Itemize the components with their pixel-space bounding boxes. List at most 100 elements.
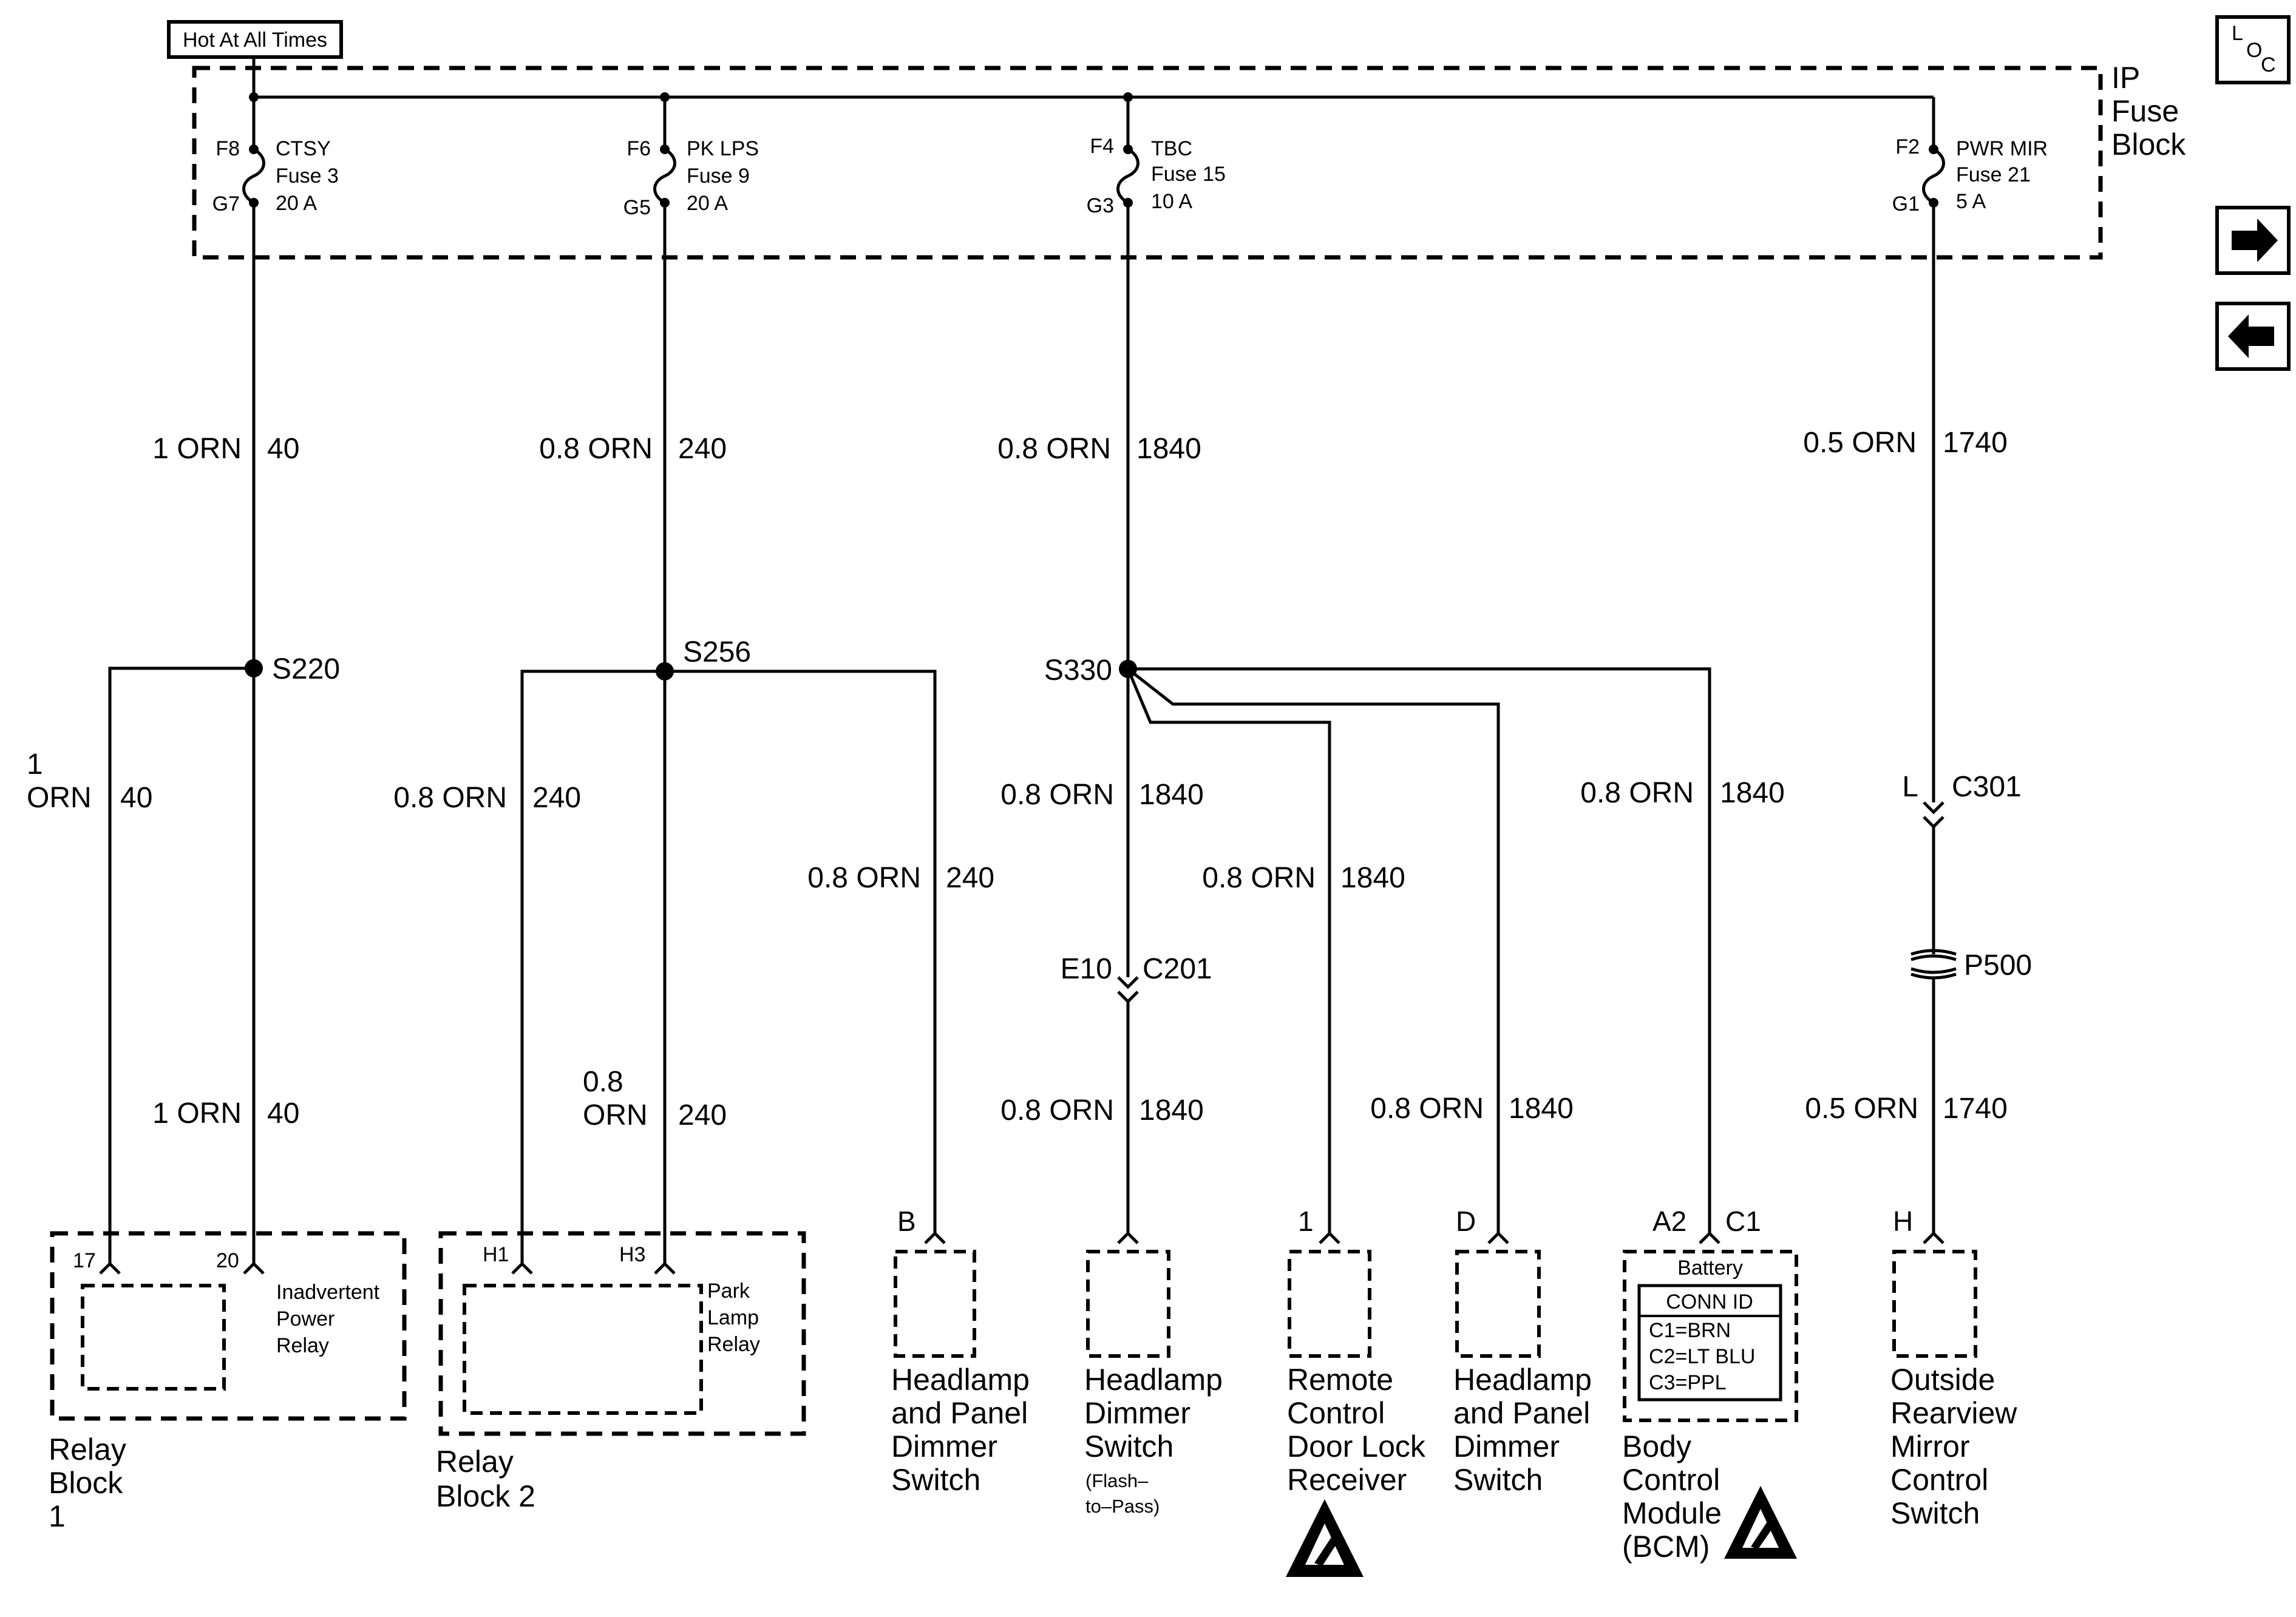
svg-text:Dimmer: Dimmer	[891, 1429, 997, 1463]
headlamp-panel-dimmer-switch-1: B Headlamp and Panel Dimmer Switch	[891, 1205, 1030, 1497]
wire-gauge-label: ORN	[583, 1099, 648, 1131]
next-page-button[interactable]	[2215, 206, 2291, 275]
splice-label-s256: S256	[683, 636, 751, 668]
svg-text:Mirror: Mirror	[1890, 1429, 1970, 1463]
wire-gauge-label: ORN	[27, 782, 92, 814]
fuse-out-pin: G5	[623, 196, 651, 219]
park-lamp-relay-label: Relay	[707, 1333, 760, 1356]
fuse-in-pin: F8	[216, 137, 240, 160]
bcm-conn-id-entry: C3=PPL	[1649, 1371, 1727, 1394]
splice-label-s330: S330	[1044, 654, 1112, 686]
splice-label-s220: S220	[272, 653, 340, 685]
inadvertent-power-relay-label: Inadvertent	[276, 1281, 380, 1304]
svg-text:Dimmer: Dimmer	[1453, 1429, 1560, 1463]
relay-block-1-label: Block	[49, 1466, 123, 1500]
pin-label: H3	[619, 1243, 645, 1266]
fuse-pwr-mir: F2 G1 PWR MIR Fuse 21 5 A	[1892, 135, 2048, 215]
hot-at-all-times-text: Hot At All Times	[183, 29, 327, 52]
wire-gauge-label: 0.8 ORN	[1000, 1094, 1114, 1127]
connector-label: C201	[1143, 953, 1212, 985]
wire-circuit-240-branch-right	[665, 670, 937, 1233]
outside-rearview-mirror-control-switch: H Outside Rearview Mirror Control Switch	[1890, 1205, 2017, 1530]
wire-gauge-label: 1 ORN	[152, 1097, 242, 1130]
wire-circuit-label: 40	[267, 433, 299, 465]
fuse-ctsy: F8 G7 CTSY Fuse 3 20 A	[212, 97, 339, 215]
wire-circuit-label: 1840	[1139, 779, 1204, 811]
fuse-block-label-line1: IP	[2111, 61, 2140, 95]
fuse-number: Fuse 15	[1151, 163, 1226, 186]
fuse-in-pin: F6	[627, 137, 651, 160]
ip-fuse-block-outline	[192, 66, 2103, 260]
wire-gauge-label: 1 ORN	[152, 433, 242, 465]
relay-block-1: 17 20 Inadvertent Power Relay Relay Bloc…	[49, 1231, 407, 1533]
svg-text:and Panel: and Panel	[891, 1396, 1028, 1430]
wire-circuit-label: 1840	[1509, 1093, 1574, 1125]
pin-label: H	[1893, 1205, 1913, 1237]
pin-label: H1	[483, 1243, 509, 1266]
previous-page-button[interactable]	[2215, 302, 2291, 371]
loc-button[interactable]: L O C	[2215, 15, 2291, 84]
wire-gauge-label: 0.8	[583, 1066, 623, 1098]
svg-text:Control: Control	[1287, 1396, 1385, 1430]
inadvertent-power-relay-label: Power	[276, 1307, 335, 1331]
wire-circuit-label: 1840	[1139, 1094, 1204, 1127]
svg-text:Outside: Outside	[1890, 1363, 1995, 1397]
wire-circuit-40-branch	[108, 666, 254, 1264]
relay-block-2: H1 H3 Park Lamp Relay Relay Block 2	[436, 1231, 806, 1513]
svg-text:Switch: Switch	[891, 1463, 980, 1497]
svg-text:Control: Control	[1890, 1463, 1988, 1497]
pin-label: 17	[73, 1249, 96, 1272]
svg-text:L: L	[2232, 22, 2243, 45]
bcm-battery-label: Battery	[1677, 1256, 1743, 1280]
svg-text:Switch: Switch	[1084, 1429, 1173, 1463]
pin-label: B	[897, 1205, 916, 1237]
wire-circuit-label: 240	[678, 1099, 727, 1131]
svg-text:Remote: Remote	[1287, 1363, 1393, 1397]
svg-text:Body: Body	[1622, 1429, 1691, 1463]
pin-tick	[243, 1261, 265, 1275]
connector-pin-label: E10	[1061, 953, 1112, 985]
park-lamp-relay-label: Park	[707, 1280, 750, 1303]
wire-circuit-label: 1740	[1943, 1093, 2008, 1125]
svg-text:(BCM): (BCM)	[1622, 1530, 1710, 1564]
wire-circuit-label: 1740	[1943, 427, 2008, 459]
svg-text:Control: Control	[1622, 1463, 1720, 1497]
wire-gauge-label: 0.5 ORN	[1805, 1093, 1918, 1125]
fuse-block-label-line2: Fuse	[2111, 94, 2179, 128]
inadvertent-power-relay-label: Relay	[276, 1334, 329, 1357]
esd-warning-icon	[1724, 1486, 1797, 1559]
fuse-number: Fuse 9	[687, 164, 750, 188]
svg-text:Rearview: Rearview	[1890, 1396, 2017, 1430]
svg-text:Headlamp: Headlamp	[891, 1363, 1030, 1397]
fuse-in-pin: F4	[1090, 135, 1114, 158]
bcm-conn-id-entry: C2=LT BLU	[1649, 1345, 1755, 1368]
svg-text:O: O	[2246, 39, 2262, 62]
fuse-name: CTSY	[276, 137, 331, 160]
wire-1840-hp-dimmer	[1127, 668, 1500, 1233]
fuse-pk-lps: F6 G5 PK LPS Fuse 9 20 A	[623, 97, 759, 219]
arrow-left-icon	[2228, 314, 2274, 358]
wire-circuit-label: 40	[120, 782, 152, 814]
fuse-block-label-line3: Block	[2111, 127, 2186, 161]
fuse-name: TBC	[1151, 137, 1192, 160]
pin-label: C1	[1725, 1205, 1761, 1237]
wire-gauge-label: 0.8 ORN	[807, 862, 921, 894]
fuse-number: Fuse 3	[276, 164, 339, 188]
wire-gauge-label: 0.8 ORN	[1000, 779, 1114, 811]
connector-label: P500	[1964, 949, 2032, 981]
connector-c201: E10 C201	[1061, 953, 1212, 1004]
wire-gauge-label: 0.8 ORN	[393, 782, 507, 814]
wire-gauge-label: 0.8 ORN	[1202, 862, 1316, 894]
svg-text:(Flash–: (Flash–	[1085, 1470, 1149, 1491]
wire-circuit-label: 40	[267, 1097, 299, 1130]
svg-text:Switch: Switch	[1453, 1463, 1543, 1497]
fuse-in-pin: F2	[1895, 135, 1920, 158]
fuse-name: PWR MIR	[1956, 137, 2048, 160]
ip-fuse-block-label: IP Fuse Block	[2111, 61, 2186, 161]
bcm-conn-id-entry: C1=BRN	[1649, 1319, 1731, 1342]
bcm-conn-id-label: CONN ID	[1666, 1290, 1753, 1314]
body-control-module: A2 C1 Battery CONN ID C1=BRN C2=LT BLU C…	[1622, 1205, 1798, 1564]
wire-1840-bcm	[1128, 667, 1711, 1233]
fuse-out-pin: G7	[212, 192, 240, 215]
